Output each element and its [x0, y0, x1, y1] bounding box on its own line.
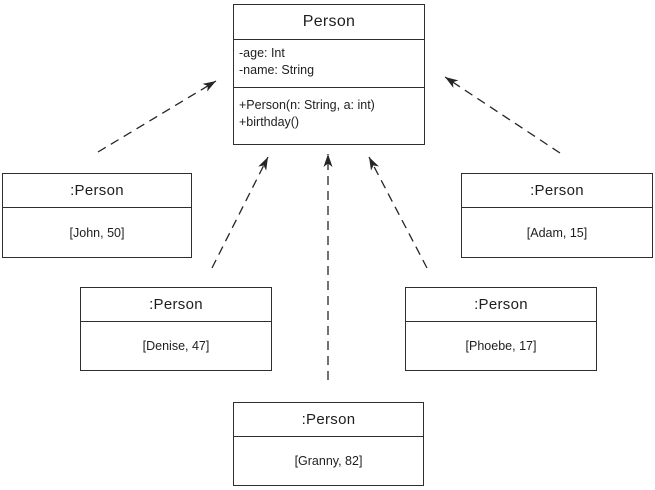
instance-value: [Adam, 15]: [462, 207, 652, 257]
instance-title: :Person: [301, 411, 356, 428]
class-attributes-compartment: -age: Int -name: String: [234, 39, 424, 87]
dependency-arrow-denise: [211, 156, 269, 269]
class-title: Person: [302, 13, 356, 30]
dependency-arrow-adam: [444, 76, 561, 154]
class-box-person: Person -age: Int -name: String +Person(n…: [233, 4, 425, 145]
instance-title: :Person: [70, 182, 124, 199]
attribute-line: -age: Int: [239, 46, 285, 60]
instance-title: :Person: [530, 182, 584, 199]
dependency-arrow-john: [97, 80, 217, 153]
instance-title: :Person: [474, 296, 528, 313]
instance-value: [Denise, 47]: [81, 321, 271, 370]
instance-box-granny: :Person [Granny, 82]: [233, 402, 424, 486]
class-methods-compartment: +Person(n: String, a: int) +birthday(): [234, 87, 424, 144]
instance-box-denise: :Person [Denise, 47]: [80, 287, 272, 371]
dependency-arrow-phoebe: [368, 156, 428, 269]
instance-box-john: :Person [John, 50]: [2, 173, 192, 258]
method-line: +Person(n: String, a: int): [239, 98, 375, 112]
instance-value: [Phoebe, 17]: [406, 321, 596, 370]
instance-box-adam: :Person [Adam, 15]: [461, 173, 653, 258]
instance-title: :Person: [149, 296, 203, 313]
method-line: +birthday(): [239, 115, 300, 129]
instance-box-phoebe: :Person [Phoebe, 17]: [405, 287, 597, 371]
attribute-line: -name: String: [239, 63, 315, 77]
instance-value: [Granny, 82]: [234, 436, 423, 485]
instance-value: [John, 50]: [3, 207, 191, 257]
